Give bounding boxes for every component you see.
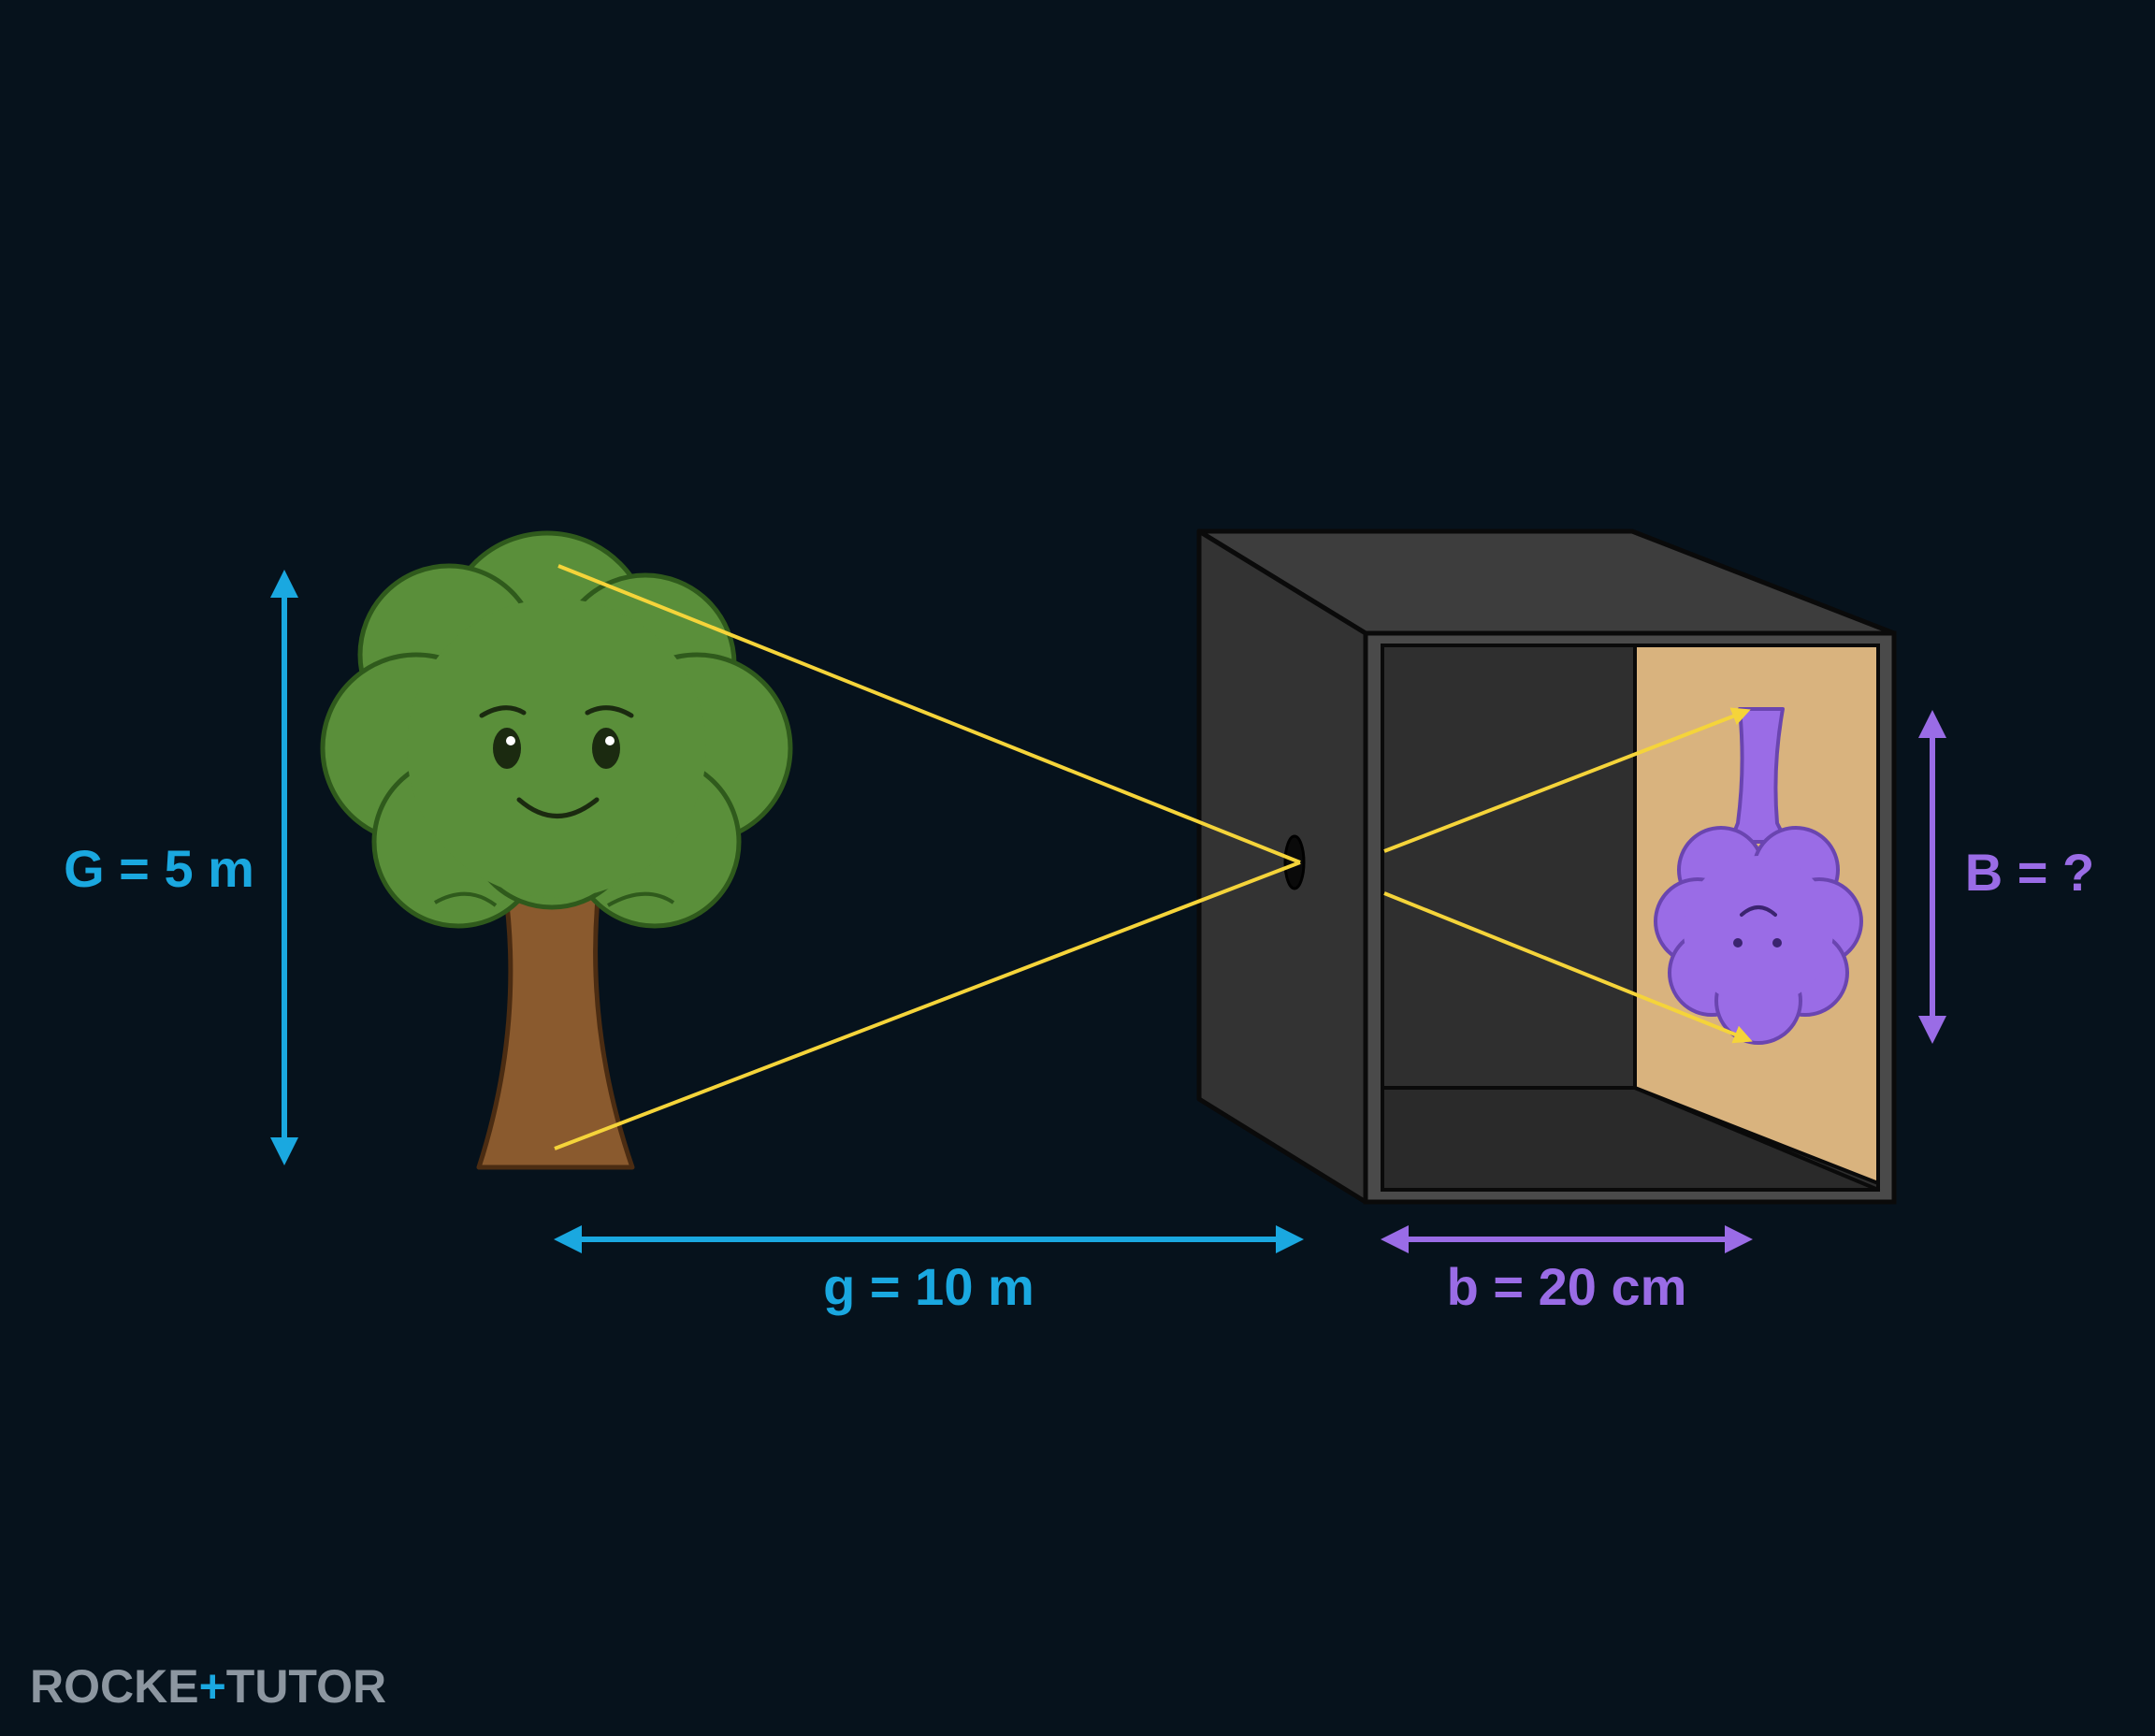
object-height-label: G = 5 m — [64, 839, 254, 898]
brand-cross: + — [199, 1660, 226, 1713]
ray-bottom-outer — [554, 861, 1301, 1150]
brand-part-2: TUTO — [226, 1660, 353, 1713]
ray-lower-inner — [1383, 891, 1753, 1044]
brand-part-1: ROCKE — [30, 1660, 199, 1713]
brand-part-3: R — [353, 1660, 386, 1713]
image-height-label: B = ? — [1965, 843, 2094, 902]
object-distance-label: g = 10 m — [823, 1257, 1034, 1316]
ray-upper-inner — [1383, 707, 1751, 853]
svg-text:ROCKE+TUTOR: ROCKE+TUTOR — [30, 1660, 386, 1713]
brand-logo: ROCKE+TUTOR — [30, 1660, 386, 1713]
image-distance-label: b = 20 cm — [1447, 1257, 1687, 1316]
pinhole-icon — [1283, 834, 1306, 890]
inverted-tree-image-icon — [1654, 707, 1863, 1045]
ray-top-outer — [557, 564, 1301, 864]
tree-icon — [320, 530, 793, 1170]
